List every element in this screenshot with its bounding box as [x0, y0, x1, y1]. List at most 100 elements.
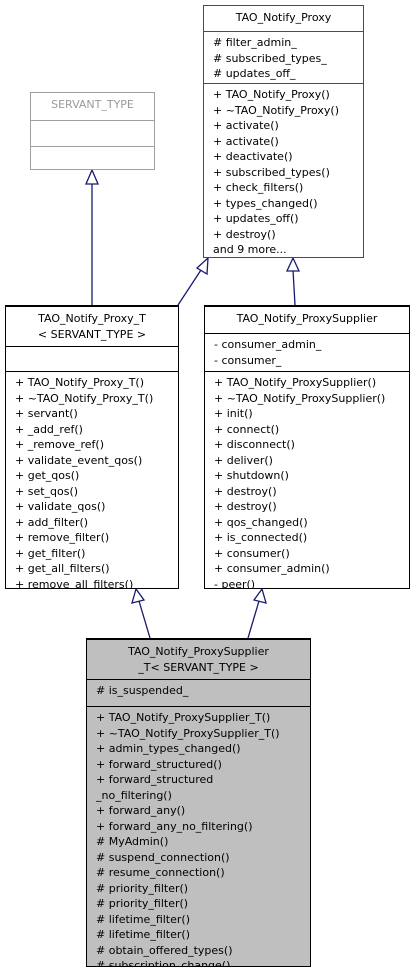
method: + check_filters() — [213, 181, 304, 194]
methods-compartment — [31, 146, 154, 169]
method: + remove_filter() — [15, 531, 110, 544]
method: + forward_any() — [96, 804, 186, 817]
methods-compartment: + TAO_Notify_ProxySupplier_T() + ~TAO_No… — [87, 706, 310, 966]
class-name: TAO_Notify_Proxy_T < SERVANT_TYPE > — [6, 306, 178, 346]
method: + connect() — [214, 422, 280, 436]
method: + ~TAO_Notify_Proxy_T() — [15, 391, 154, 405]
attribute: - consumer_ — [214, 353, 282, 367]
method: + disconnect() — [214, 438, 295, 451]
class-title: TAO_Notify_ProxySupplier — [236, 312, 378, 325]
attribute: # filter_admin_ — [213, 36, 297, 49]
inheritance-arrowhead — [131, 587, 146, 604]
method: + add_filter() — [15, 515, 89, 529]
method: # subscription_change() — [96, 959, 231, 966]
class-name: TAO_Notify_ProxySupplier — [205, 306, 409, 333]
class-title: TAO_Notify_Proxy — [235, 11, 332, 24]
attribute: # is_suspended_ — [96, 684, 189, 697]
method: + validate_event_qos() — [15, 453, 143, 467]
method: + qos_changed() — [214, 515, 308, 529]
method: # lifetime_filter() — [96, 912, 190, 926]
method: # resume_connection() — [96, 866, 225, 879]
method: + get_filter() — [15, 546, 86, 560]
method: + get_all_filters() — [15, 562, 110, 575]
edge-proxy-supplier-t-to-proxy-supplier — [247, 600, 260, 639]
method: + _add_ref() — [15, 422, 83, 436]
class-box-tao-notify-proxy[interactable]: TAO_Notify_Proxy # filter_admin_ # subsc… — [203, 5, 364, 258]
edge-proxy-supplier-to-notify-proxy — [292, 269, 296, 306]
method: + subscribed_types() — [213, 165, 330, 179]
edge-proxy-supplier-t-to-proxy-t — [138, 600, 151, 639]
more-methods-link[interactable]: and 9 more... — [213, 243, 287, 256]
method: + destroy() — [214, 500, 277, 513]
inheritance-arrowhead — [195, 256, 209, 276]
attributes-compartment: # filter_admin_ # subscribed_types_ # up… — [204, 31, 363, 83]
attributes-compartment — [6, 346, 178, 371]
method: + forward_structured — [96, 773, 214, 786]
class-name: TAO_Notify_ProxySupplier _T< SERVANT_TYP… — [87, 639, 310, 679]
method: # suspend_connection() — [96, 850, 230, 864]
methods-compartment: + TAO_Notify_Proxy() + ~TAO_Notify_Proxy… — [204, 83, 363, 257]
method: + remove_all_filters() — [15, 577, 134, 589]
inheritance-arrowhead — [85, 168, 99, 185]
class-name: SERVANT_TYPE — [31, 93, 154, 120]
method: + ~TAO_Notify_ProxySupplier() — [214, 391, 386, 405]
class-title: TAO_Notify_Proxy_T — [38, 312, 146, 325]
class-template-parameter: < SERVANT_TYPE > — [37, 327, 147, 341]
method: + destroy() — [213, 227, 276, 241]
method: + deactivate() — [213, 150, 293, 163]
method: + forward_any_no_filtering() — [96, 819, 253, 833]
class-box-tao-notify-proxysupplier-t[interactable]: TAO_Notify_ProxySupplier _T< SERVANT_TYP… — [86, 638, 311, 967]
class-title: SERVANT_TYPE — [51, 98, 134, 111]
method-continuation: _no_filtering() — [96, 788, 172, 802]
method: + TAO_Notify_ProxySupplier_T() — [96, 711, 271, 724]
inheritance-arrowhead — [252, 587, 267, 604]
attributes-compartment — [31, 120, 154, 146]
class-box-tao-notify-proxy-t[interactable]: TAO_Notify_Proxy_T < SERVANT_TYPE > + TA… — [5, 305, 179, 589]
method: + consumer() — [214, 546, 290, 560]
method: + TAO_Notify_ProxySupplier() — [214, 376, 377, 389]
method: + deliver() — [214, 453, 273, 467]
class-title: TAO_Notify_ProxySupplier — [128, 645, 269, 658]
method: + ~TAO_Notify_ProxySupplier_T() — [96, 726, 280, 740]
method: + shutdown() — [214, 469, 289, 482]
class-box-tao-notify-proxysupplier[interactable]: TAO_Notify_ProxySupplier - consumer_admi… — [204, 305, 410, 589]
method: + activate() — [213, 134, 279, 148]
method: # priority_filter() — [96, 881, 189, 895]
attribute: # subscribed_types_ — [213, 51, 327, 65]
method: + get_qos() — [15, 469, 80, 482]
method: + set_qos() — [15, 484, 79, 498]
attribute: - consumer_admin_ — [214, 338, 322, 351]
method: # MyAdmin() — [96, 835, 169, 848]
method: + consumer_admin() — [214, 562, 330, 575]
method: + updates_off() — [213, 212, 299, 225]
method: - peer() — [214, 577, 256, 589]
class-box-servant-type[interactable]: SERVANT_TYPE — [30, 92, 155, 170]
method: + admin_types_changed() — [96, 742, 241, 755]
attribute: # updates_off_ — [213, 67, 296, 80]
attributes-compartment: - consumer_admin_ - consumer_ — [205, 333, 409, 371]
method: # obtain_offered_types() — [96, 943, 233, 957]
edge-proxy-t-to-notify-proxy — [177, 269, 202, 306]
method: + types_changed() — [213, 196, 318, 210]
class-name: TAO_Notify_Proxy — [204, 6, 363, 31]
method: # lifetime_filter() — [96, 928, 190, 941]
methods-compartment: + TAO_Notify_ProxySupplier() + ~TAO_Noti… — [205, 371, 409, 588]
method: # priority_filter() — [96, 897, 189, 910]
attributes-compartment: # is_suspended_ — [87, 679, 310, 706]
method: + _remove_ref() — [15, 438, 104, 451]
method: + servant() — [15, 407, 78, 420]
method: + validate_qos() — [15, 500, 106, 513]
method: + forward_structured() — [96, 757, 222, 771]
method: + is_connected() — [214, 531, 308, 544]
method: + TAO_Notify_Proxy() — [213, 88, 330, 101]
methods-compartment: + TAO_Notify_Proxy_T() + ~TAO_Notify_Pro… — [6, 371, 178, 588]
method: + init() — [214, 407, 253, 420]
class-template-parameter: _T< SERVANT_TYPE > — [138, 660, 259, 674]
method: + activate() — [213, 119, 279, 132]
method: + TAO_Notify_Proxy_T() — [15, 376, 145, 389]
inheritance-arrowhead — [285, 256, 301, 272]
method: + ~TAO_Notify_Proxy() — [213, 103, 340, 117]
method: + destroy() — [214, 484, 277, 498]
